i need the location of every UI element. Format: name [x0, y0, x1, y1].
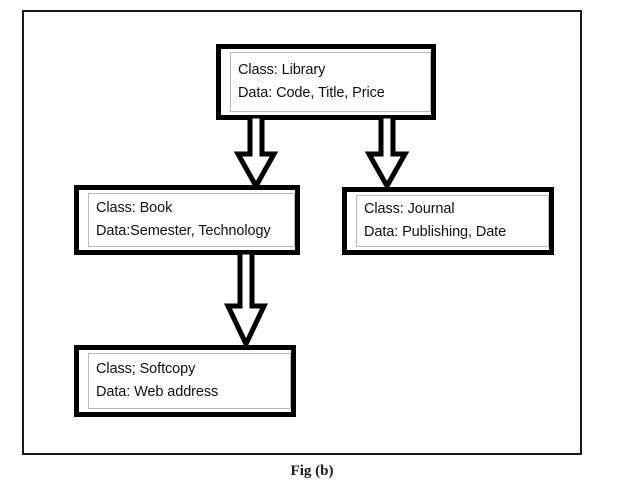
class-box-library-class-line: Class: Library [238, 61, 326, 78]
class-box-softcopy: Class; Softcopy Data: Web address [74, 345, 296, 417]
class-box-journal: Class: Journal Data: Publishing, Date [342, 187, 554, 255]
arrow-library-to-journal [365, 116, 409, 190]
class-box-book: Class: Book Data:Semester, Technology [74, 185, 300, 255]
class-box-book-class-line: Class: Book [96, 199, 173, 216]
class-box-library-inner: Class: Library Data: Code, Title, Price [230, 52, 431, 112]
class-box-softcopy-data-line: Data: Web address [96, 384, 219, 400]
figure-caption: Fig (b) [290, 463, 334, 479]
arrow-library-to-book [234, 116, 278, 190]
class-box-softcopy-inner: Class; Softcopy Data: Web address [88, 353, 291, 409]
class-box-library: Class: Library Data: Code, Title, Price [216, 44, 436, 120]
class-box-journal-class-line: Class: Journal [364, 200, 455, 217]
class-box-library-data-line: Data: Code, Title, Price [238, 85, 385, 101]
class-box-book-data-line: Data:Semester, Technology [96, 223, 271, 239]
figure-frame: Class: Library Data: Code, Title, Price … [22, 10, 582, 455]
class-box-journal-data-line: Data: Publishing, Date [364, 224, 507, 240]
arrow-book-to-softcopy [224, 252, 268, 348]
class-box-journal-inner: Class: Journal Data: Publishing, Date [356, 195, 549, 247]
class-box-softcopy-class-line: Class; Softcopy [96, 360, 196, 377]
class-box-book-inner: Class: Book Data:Semester, Technology [88, 193, 295, 247]
